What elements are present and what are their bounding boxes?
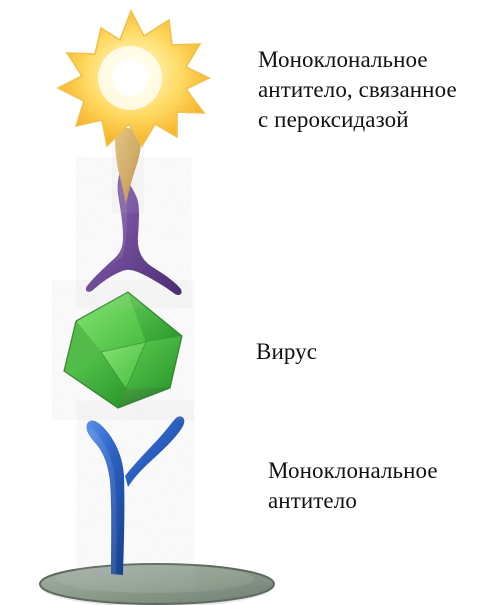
antibody-peroxidase-label-line-2: антитело, связанное — [258, 75, 457, 105]
antibody-peroxidase-label-line-1: Моноклональное — [258, 45, 457, 75]
antibody-peroxidase-label: Моноклональное антитело, связанное с пер… — [258, 45, 457, 135]
virus-particle — [64, 292, 182, 408]
virus-label-line-1: Вирус — [256, 337, 317, 367]
blue-antibody — [86, 416, 184, 575]
peroxidase-star — [58, 11, 209, 146]
purple-antibody — [86, 170, 182, 295]
antibody-peroxidase-label-line-3: с пероксидазой — [258, 105, 457, 135]
antibody-label-line-1: Моноклональное — [268, 456, 438, 486]
virus-label: Вирус — [256, 337, 317, 367]
antibody-label: Моноклональное антитело — [268, 456, 438, 516]
antibody-label-line-2: антитело — [268, 486, 438, 516]
base-plate — [40, 564, 274, 605]
